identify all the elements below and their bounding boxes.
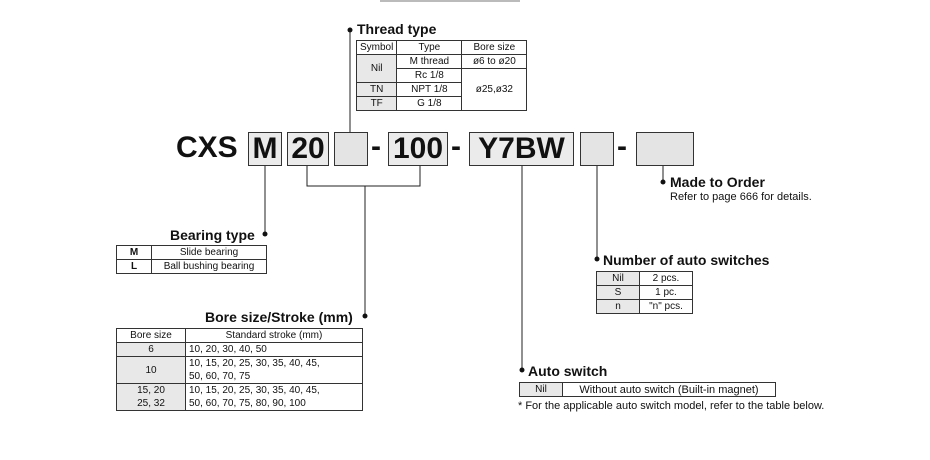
bearing-code-box: M [248,132,282,166]
made-to-order-note: Refer to page 666 for details. [670,191,812,203]
switch-count-table: Nil 2 pcs. S 1 pc. n "n" pcs. [596,271,693,314]
thread-type-table: Symbol Type Bore size Nil M thread ø6 to… [355,40,528,111]
type-cell: NPT 1/8 [396,82,463,97]
stroke-cell: 10, 15, 20, 25, 30, 35, 40, 45, 50, 60, … [185,356,363,384]
type-cell: G 1/8 [396,96,463,111]
auto-switch-heading: Auto switch [528,363,608,379]
marker-dot [347,27,353,33]
table-header: Bore size [461,40,528,55]
marker-dot [519,367,525,373]
stroke-code-box: 100 [388,132,448,166]
bearing-type-table: M Slide bearing L Ball bushing bearing [116,245,267,274]
symbol-cell: Nil [355,54,398,83]
thread-type-heading: Thread type [357,21,437,37]
bearing-type-heading: Bearing type [170,227,255,243]
made-to-order-heading: Made to Order [670,174,765,190]
stroke-cell: 10, 15, 20, 25, 30, 35, 40, 45, 50, 60, … [185,383,363,411]
switch-count-code-box [580,132,614,166]
bore-cell: ø6 to ø20 [461,54,528,69]
bore-cell: 6 [116,342,186,357]
desc-cell: "n" pcs. [639,299,693,314]
symbol-cell: Nil [596,271,640,286]
symbol-cell: TF [355,96,398,111]
desc-cell: Slide bearing [151,245,267,260]
symbol-cell: M [116,245,152,260]
auto-switch-note: * For the applicable auto switch model, … [518,400,825,412]
bore-cell: 10 [116,356,186,384]
table-header: Type [396,40,463,55]
type-cell: M thread [396,54,463,69]
bore-stroke-table: Bore size Standard stroke (mm) 6 10, 20,… [116,328,363,411]
marker-dot [362,313,368,319]
symbol-cell: L [116,259,152,274]
desc-cell: Ball bushing bearing [151,259,267,274]
symbol-cell: TN [355,82,398,97]
symbol-cell: S [596,285,640,300]
desc-cell: 2 pcs. [639,271,693,286]
bore-stroke-heading: Bore size/Stroke (mm) [205,309,353,325]
table-header: Standard stroke (mm) [185,328,363,343]
symbol-cell: Nil [519,382,563,397]
bore-cell: 15, 20 25, 32 [116,383,186,411]
marker-dot [660,179,666,185]
made-to-order-code-box [636,132,694,166]
marker-dot [594,256,600,262]
table-header: Bore size [116,328,186,343]
type-cell: Rc 1/8 [396,68,463,83]
stroke-cell: 10, 20, 30, 40, 50 [185,342,363,357]
bore-code-box: 20 [287,132,329,166]
dash-separator: - [617,130,627,163]
auto-switch-code-box: Y7BW [469,132,574,166]
bore-cell: ø25,ø32 [461,68,528,111]
dash-separator: - [371,130,381,163]
table-header: Symbol [355,40,398,55]
symbol-cell: n [596,299,640,314]
dash-separator: - [451,130,461,163]
desc-cell: 1 pc. [639,285,693,300]
top-divider [380,0,520,2]
desc-cell: Without auto switch (Built-in magnet) [562,382,776,397]
thread-code-box [334,132,368,166]
model-prefix: CXS [176,131,238,164]
switch-count-heading: Number of auto switches [603,252,770,268]
marker-dot [262,231,268,237]
auto-switch-table: Nil Without auto switch (Built-in magnet… [519,382,776,397]
